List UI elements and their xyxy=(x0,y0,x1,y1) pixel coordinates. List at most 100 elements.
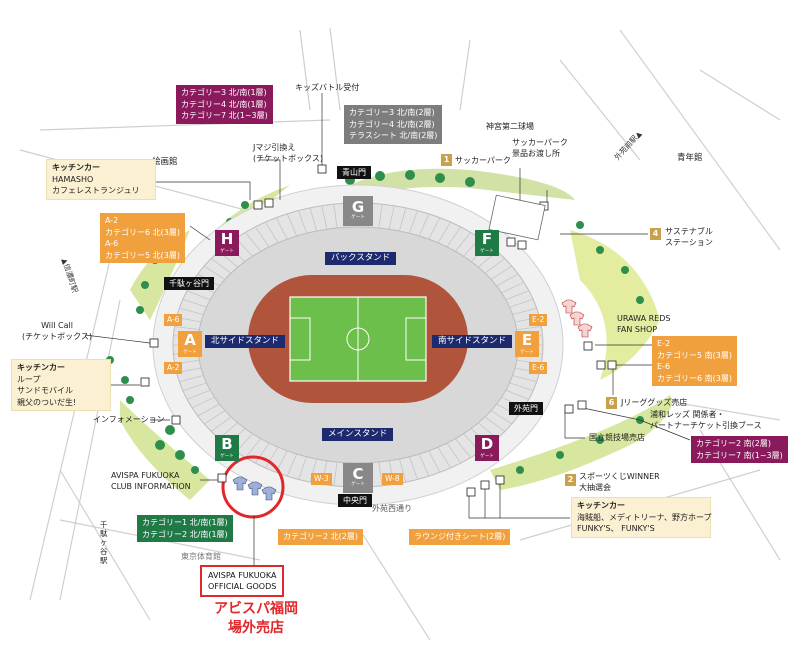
seat-radial xyxy=(418,213,430,237)
box-kitchen-car-2: キッチンカーループサンドモバイル親父のついだ生! xyxy=(11,359,111,411)
seat-radial xyxy=(286,453,298,477)
seat-radial xyxy=(388,205,395,230)
tag-e6: E-6 xyxy=(529,362,548,374)
mon-aoyama: 青山門 xyxy=(337,166,371,179)
building-tokyo-gym: 東京体育館 xyxy=(181,552,221,561)
tag-a2: A-2 xyxy=(164,362,183,374)
stand-main: メインスタンド xyxy=(322,428,394,441)
seat-radial xyxy=(501,281,525,294)
seat-radial xyxy=(286,213,298,237)
seat-radial xyxy=(179,375,204,383)
seat-radial xyxy=(378,461,383,486)
label-soccer-park-prize: サッカーパーク景品お渡し所 xyxy=(512,138,568,158)
seat-radial xyxy=(182,298,207,308)
seat-radial xyxy=(509,382,534,392)
seat-radial xyxy=(490,410,513,425)
seat-radial xyxy=(437,446,451,469)
seat-radial xyxy=(203,265,226,280)
seat-radial xyxy=(210,258,232,274)
box-category-north-1f: カテゴリー3 北/南(1層)カテゴリー4 北/南(1層)カテゴリー7 北(1~3… xyxy=(176,85,273,124)
seat-radial xyxy=(298,210,307,234)
seat-radial xyxy=(428,450,441,473)
box-category-1f: カテゴリー1 北/南(1層)カテゴリー2 北/南(1層) xyxy=(137,515,233,542)
tag-w3: W-3 xyxy=(311,473,332,485)
num-2: 2 xyxy=(565,474,576,486)
seat-radial xyxy=(484,416,506,432)
seat-radial xyxy=(428,217,441,240)
seat-radial xyxy=(265,221,279,244)
seat-radial xyxy=(509,298,534,308)
seat-radial xyxy=(210,416,232,432)
seat-radial xyxy=(512,307,537,315)
tag-e2: E-2 xyxy=(529,314,548,326)
seat-radial xyxy=(512,375,537,383)
seat-radial xyxy=(179,307,204,315)
label-kids-battle: キッズバトル受付 xyxy=(295,83,360,92)
seat-radial xyxy=(203,410,226,425)
avispa-goods-caption: アビスパ福岡場外売店 xyxy=(214,601,298,636)
building-jingu-2nd: 神宮第二球場 xyxy=(486,122,534,131)
seat-radial xyxy=(409,210,418,234)
seat-radial xyxy=(333,461,338,486)
seat-radial xyxy=(378,204,383,229)
soccer-park-area xyxy=(488,194,546,241)
tag-w8: W-8 xyxy=(382,473,403,485)
seat-radial xyxy=(455,438,471,458)
seat-radial xyxy=(275,217,288,240)
seat-radial xyxy=(399,458,407,483)
seat-radial xyxy=(437,221,451,244)
num-6: 6 xyxy=(606,397,617,409)
stand-back: バックスタンド xyxy=(325,252,397,265)
seat-radial xyxy=(484,258,506,274)
seat-radial xyxy=(333,204,338,229)
box-lounge-seat: ラウンジ付きシート(2層) xyxy=(409,529,511,545)
label-soccer-park: サッカーパーク xyxy=(455,156,511,165)
num-4: 4 xyxy=(650,228,661,240)
facility-markers xyxy=(140,164,617,497)
label-sustainable: サステナブルステーション xyxy=(665,227,713,247)
stand-south: 南サイドスタンド xyxy=(432,335,513,348)
seat-radial xyxy=(186,389,211,400)
seat-radial xyxy=(505,290,530,301)
seat-radial xyxy=(298,456,307,480)
box-category-south-2f: カテゴリー2 南(2層)カテゴリー7 南(1~3層) xyxy=(691,436,788,463)
seat-radial xyxy=(490,265,513,280)
seat-radial xyxy=(409,456,418,480)
shirt-icons-goods xyxy=(232,476,277,501)
seat-radial xyxy=(265,446,279,469)
mon-chuo: 中央門 xyxy=(338,494,372,507)
shirt-icons-urawa xyxy=(561,299,593,338)
seat-radial xyxy=(505,389,530,400)
num-1: 1 xyxy=(441,154,452,166)
seat-radial xyxy=(446,442,462,464)
box-category-2f: カテゴリー3 北/南(2層)カテゴリー4 北/南(2層)テラスシート 北/南(2… xyxy=(344,105,443,144)
road-gaien-nishi: 外苑西通り xyxy=(372,504,412,513)
mon-sendagaya: 千駄ヶ谷門 xyxy=(164,277,214,290)
label-will-call: Will Call(チケットボックス) xyxy=(22,321,93,341)
tag-a6: A-6 xyxy=(164,314,183,326)
seat-radial xyxy=(446,226,462,248)
label-jleague-goods: Jリーググッズ売店 xyxy=(621,398,688,407)
seat-radial xyxy=(309,207,317,232)
seat-radial xyxy=(399,207,407,232)
seat-radial xyxy=(186,290,211,301)
seat-radial xyxy=(321,205,328,230)
seat-radial xyxy=(182,382,207,392)
seat-radial xyxy=(245,438,261,458)
